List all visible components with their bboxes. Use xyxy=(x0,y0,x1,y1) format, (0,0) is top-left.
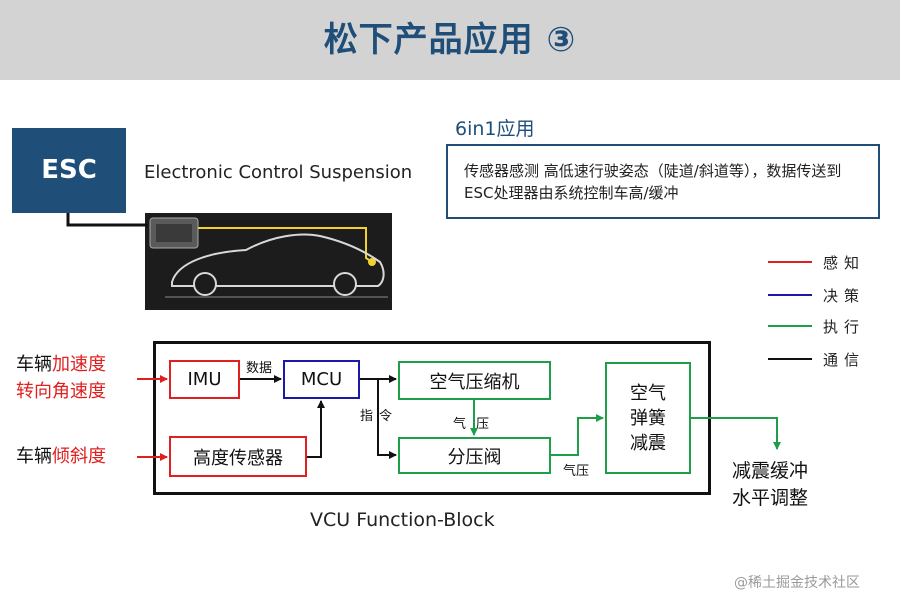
edge-label-air-pressure-2: 气压 xyxy=(563,464,590,479)
application-description: 传感器感测 高低速行驶姿态（陡道/斜道等），数据传送到ESC处理器由系统控制车高… xyxy=(446,144,880,219)
edge-label-data: 数据 xyxy=(246,361,273,376)
arrow-mcu-to-valve xyxy=(377,379,397,459)
esc-box: ESC xyxy=(12,128,126,213)
pressure-valve-block: 分压阀 xyxy=(398,437,551,474)
input-tilt: 车辆倾斜度 xyxy=(16,445,106,469)
legend-label-decide: 决策 xyxy=(823,287,866,305)
arrow-damper-to-output xyxy=(691,417,781,450)
legend-label-sense: 感知 xyxy=(823,254,866,272)
air-compressor-block: 空气压缩机 xyxy=(398,361,551,400)
legend-label-communicate: 通信 xyxy=(823,351,866,369)
vcu-caption: VCU Function-Block xyxy=(310,509,495,531)
legend-label-execute: 执行 xyxy=(823,318,866,336)
esc-connector-line xyxy=(66,213,148,227)
mcu-block: MCU xyxy=(283,360,360,399)
edge-label-command: 指令 xyxy=(360,409,399,424)
car-icon xyxy=(149,217,388,298)
arrow-height-sensor-to-mcu xyxy=(307,400,325,458)
esc-description: Electronic Control Suspension xyxy=(144,162,413,183)
input-steering-rate: 转向角速度 xyxy=(16,381,106,402)
height-sensor-block: 高度传感器 xyxy=(169,436,307,477)
application-title: 6in1应用 xyxy=(455,118,535,140)
input-acceleration-prefix: 车辆 xyxy=(16,354,52,375)
page-title: 松下产品应用 ③ xyxy=(323,20,577,60)
imu-block: IMU xyxy=(169,360,240,399)
output-result: 减震缓冲 水平调整 xyxy=(732,460,809,509)
input-tilt-prefix: 车辆 xyxy=(16,446,52,467)
edge-label-air-pressure-1: 气压 xyxy=(453,417,500,432)
input-acceleration: 车辆加速度 xyxy=(16,353,106,377)
arrow-valve-to-damper xyxy=(551,414,604,456)
header-bar xyxy=(0,0,900,80)
watermark: @稀土掘金技术社区 xyxy=(734,575,860,591)
air-spring-damper-block: 空气 弹簧 减震 xyxy=(605,362,691,474)
input-tilt-highlight: 倾斜度 xyxy=(52,446,106,467)
input-acceleration-highlight: 加速度 xyxy=(52,354,106,375)
